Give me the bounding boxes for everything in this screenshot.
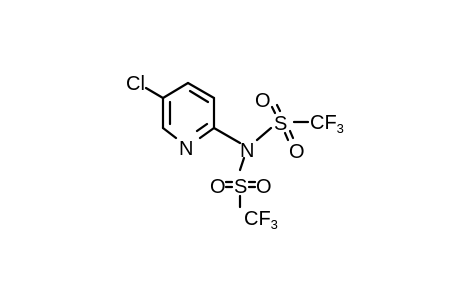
bond-c4-c5-inner (188, 89, 210, 104)
atom-oxygen-top-bottom: O (289, 141, 305, 163)
bond-s-top-o-bottom (283, 131, 290, 142)
atom-oxygen-top-left: O (255, 90, 271, 112)
bond-s-top-o-bottom-2 (288, 129, 295, 140)
atom-chlorine: Cl (126, 73, 145, 95)
group-cf3-bottom: CF3 (244, 208, 278, 232)
pyridine-ring (161, 81, 216, 140)
atom-ring-nitrogen: N (179, 138, 193, 160)
bond-c4-c5 (186, 81, 216, 100)
bond-s-top-o-left-2 (275, 103, 282, 113)
cf3-top-subscript: 3 (337, 121, 344, 136)
bond-n1-c2 (161, 126, 178, 140)
atom-oxygen-bottom-left: O (210, 176, 226, 198)
bond-c6-n1-inner (195, 122, 209, 133)
cf3-bottom-main: CF (244, 208, 271, 230)
atom-amide-nitrogen: N (240, 140, 254, 162)
bond-c6-n (212, 126, 242, 145)
cf3-bottom-subscript: 3 (271, 217, 278, 232)
bond-n-s-top (255, 126, 273, 142)
group-cf3-top: CF3 (310, 112, 344, 136)
atom-sulfur-bottom: S (234, 176, 247, 198)
atom-oxygen-bottom-right: O (256, 176, 272, 198)
bond-n-s-bottom (238, 156, 246, 172)
bond-c6-n1 (198, 126, 216, 140)
bond-c3-cl (144, 86, 165, 100)
bond-c3-c4 (161, 81, 190, 100)
cf3-top-main: CF (310, 112, 337, 134)
atom-sulfur-top: S (274, 113, 287, 135)
bond-s-top-o-left (270, 105, 277, 115)
